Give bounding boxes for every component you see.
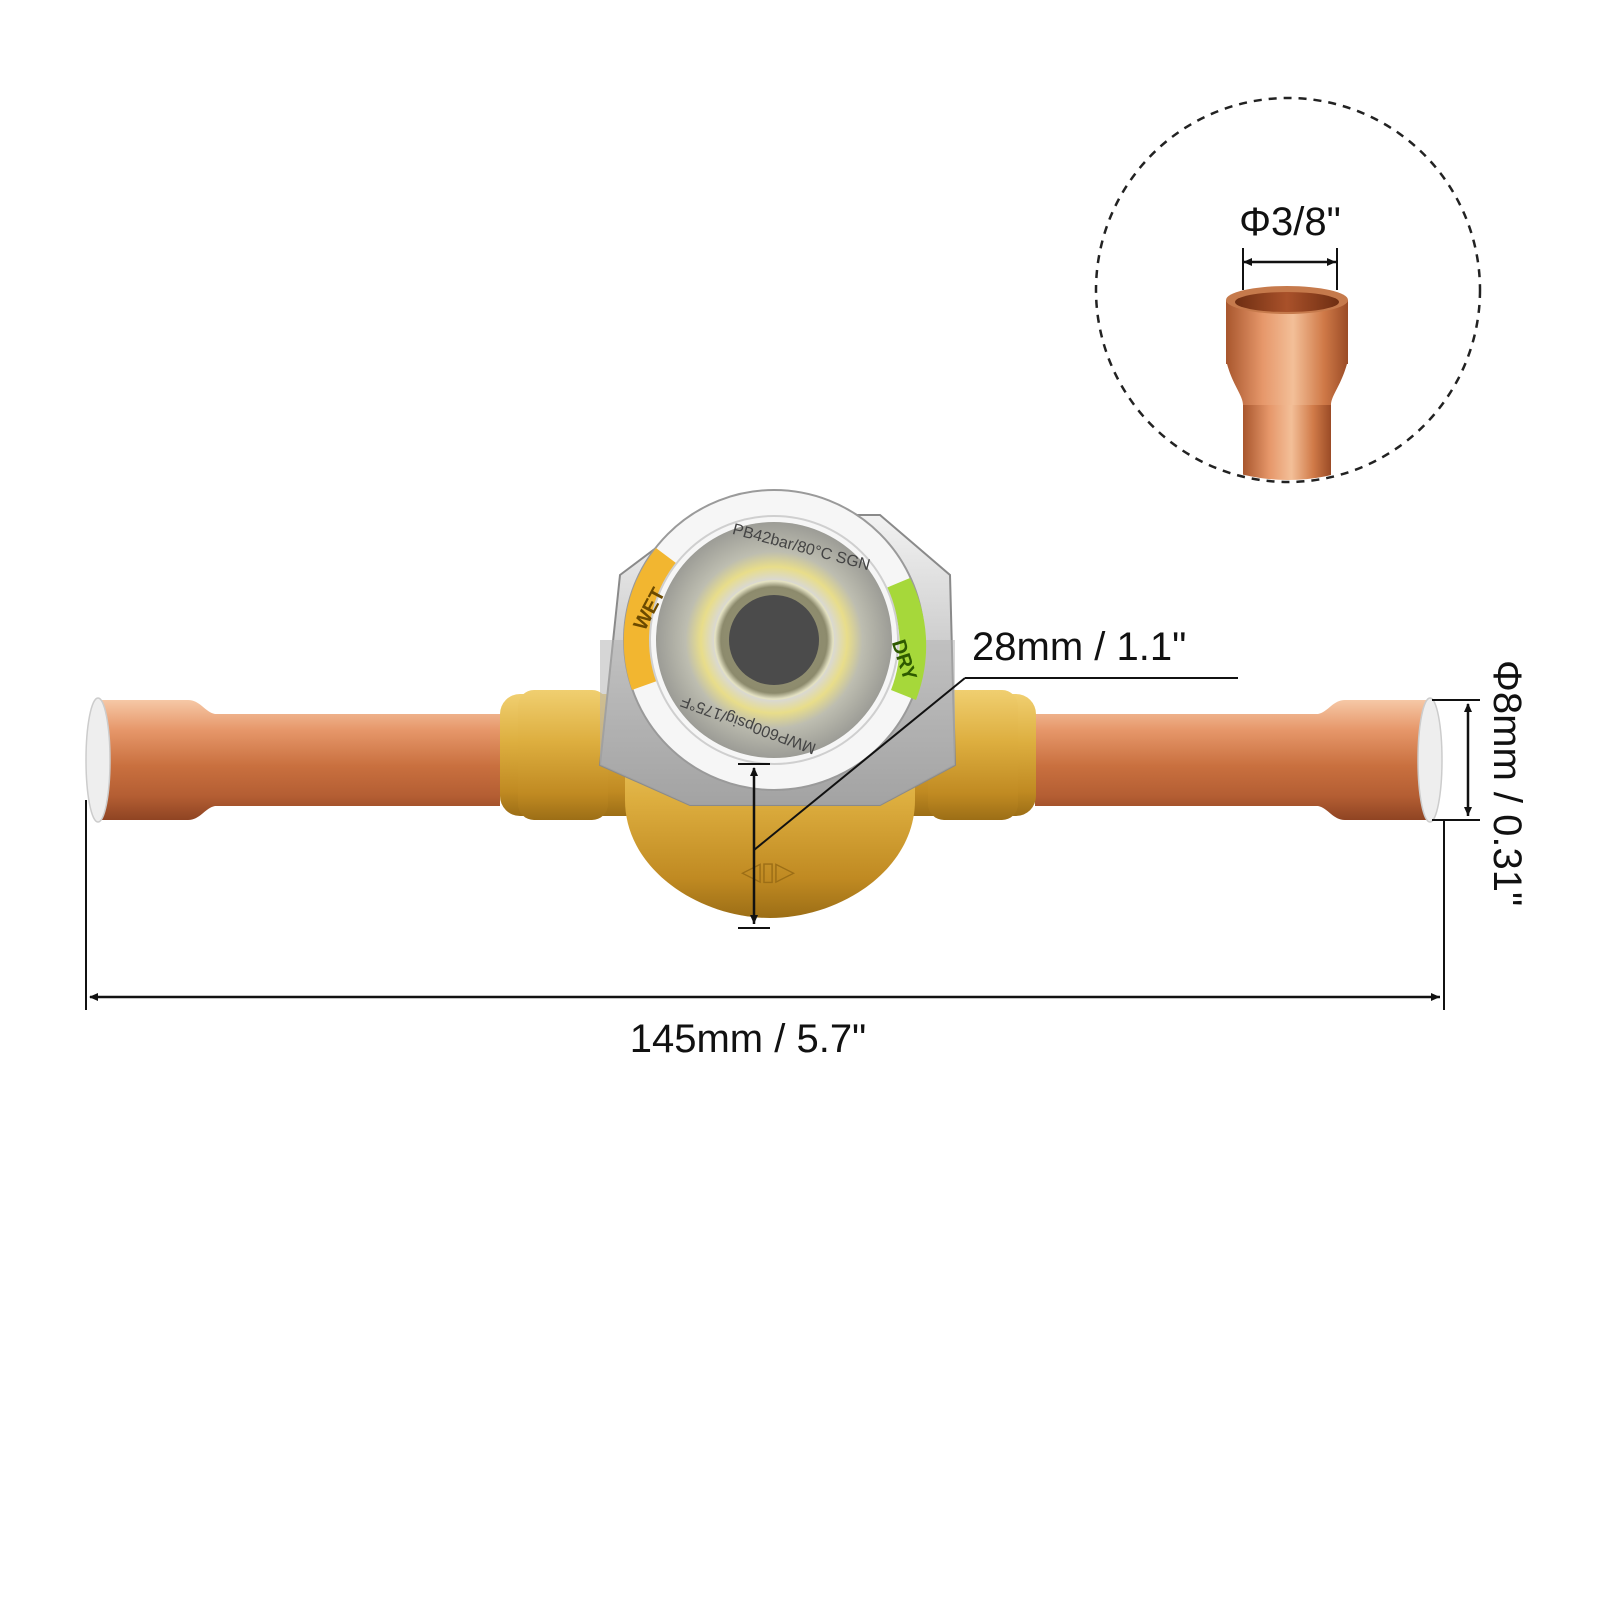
- tube-diameter-label: Φ8mm / 0.31": [1485, 660, 1529, 906]
- left-copper-tube: [85, 697, 500, 823]
- dry-band: [886, 578, 927, 700]
- inset-tube-end: [1226, 286, 1348, 480]
- indicator-ring: WET DRY PB42bar/80°C SGN MWP600psig/175°…: [623, 489, 927, 791]
- hex-width-label: 28mm / 1.1": [972, 625, 1186, 669]
- flow-arrow-mark: ◁▯▷: [741, 856, 795, 886]
- tube-diameter-dimension: Φ8mm / 0.31": [1432, 660, 1529, 906]
- right-copper-tube: [1035, 697, 1443, 823]
- overall-length-dimension: 145mm / 5.7": [85, 800, 1445, 1061]
- hex-leader-line: [753, 677, 966, 851]
- inset-detail: Φ3/8": [1094, 96, 1482, 484]
- sight-glass-assembly: ◁▯▷ WET DRY PB42bar/80°C SGN MWP600psig/…: [85, 489, 1443, 918]
- inset-dashed-circle: [1094, 96, 1482, 484]
- inset-diameter-label: Φ3/8": [1239, 200, 1341, 244]
- overall-length-label: 145mm / 5.7": [630, 1017, 867, 1061]
- hex-width-dimension: 28mm / 1.1": [738, 625, 1238, 929]
